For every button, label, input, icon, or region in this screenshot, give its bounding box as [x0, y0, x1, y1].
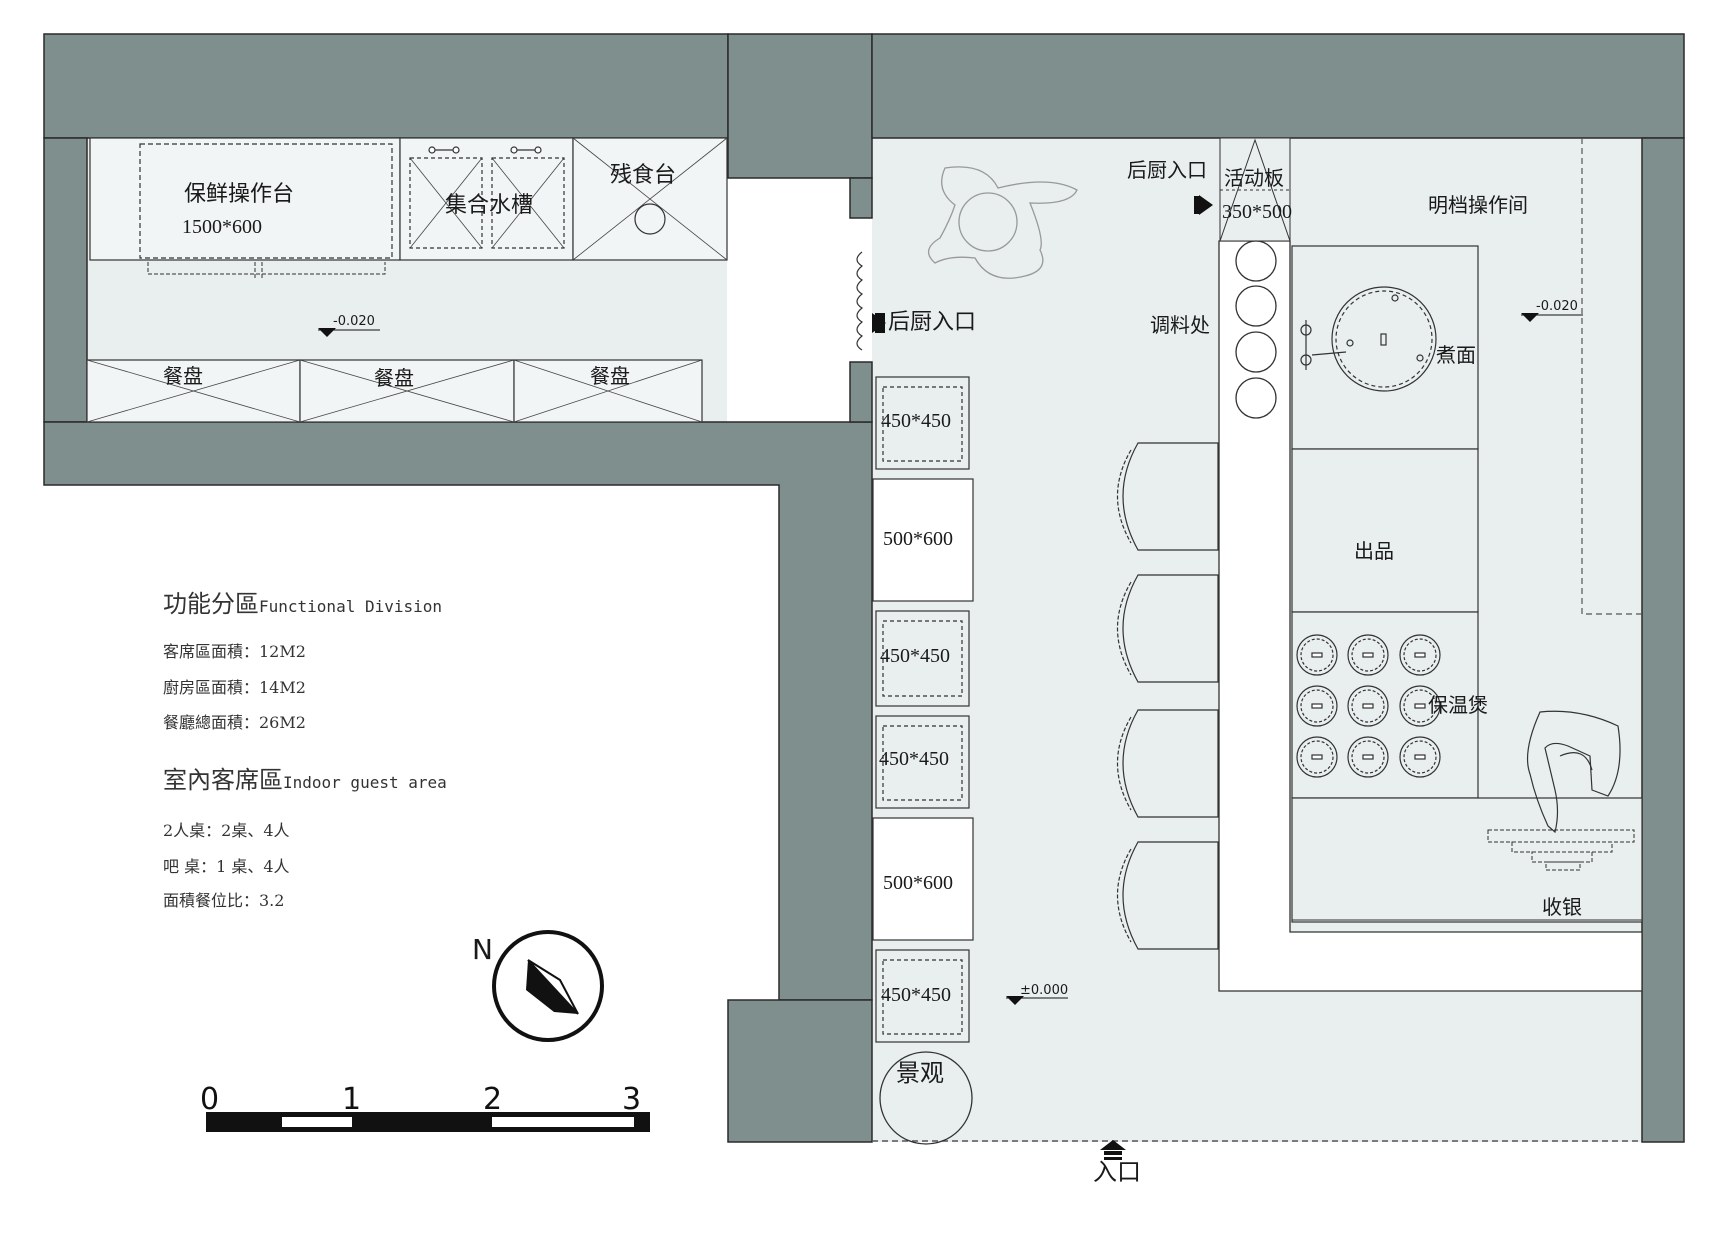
warmer-pot-handle	[1311, 703, 1323, 709]
label-waste-station: 残食台	[610, 162, 677, 187]
warmer-pot-handle	[1414, 703, 1426, 709]
label-flap-size: 350*500	[1222, 201, 1292, 223]
label-back-kitchen-top: 后厨入口	[1127, 160, 1207, 182]
warmer-pot-handle	[1362, 652, 1374, 658]
label-landscape: 景观	[896, 1061, 944, 1087]
label-plate-1: 餐盘	[163, 366, 203, 388]
label-seasoning: 调料处	[1150, 315, 1210, 337]
scale-label-3: 3	[622, 1082, 642, 1117]
faucets	[428, 146, 542, 154]
label-kitchen-level: -0.020	[333, 314, 375, 329]
label-sink: 集合水槽	[445, 192, 534, 217]
warmer-pots	[1296, 634, 1441, 778]
legend-indoor-cn: 室內客席區	[163, 766, 283, 794]
label-plate-2: 餐盘	[374, 368, 414, 390]
person-figure-kitchen	[928, 166, 1078, 279]
warmer-pot-lid	[1403, 689, 1437, 723]
label-cashier: 收银	[1542, 897, 1582, 919]
bar-stools	[1117, 442, 1219, 950]
legend-area-guest: 客席區面積：12M2	[163, 642, 306, 661]
label-table-3: 450*450	[880, 645, 950, 667]
scale-label-0: 0	[200, 1082, 220, 1117]
label-back-kitchen-side: 后厨入口	[888, 309, 977, 334]
back-kitchen-arrow-top-bar	[1194, 196, 1199, 214]
label-table-1: 450*450	[881, 410, 951, 432]
landscape-circle	[879, 1051, 973, 1145]
label-open-kitchen: 明档操作间	[1428, 195, 1528, 217]
label-warmer: 保温煲	[1428, 695, 1488, 717]
legend-area-kitchen: 廚房區面積：14M2	[163, 678, 306, 697]
person-figure-cashier	[1526, 710, 1621, 834]
label-flap-board: 活动板	[1224, 168, 1284, 190]
warmer-pot-handle	[1311, 754, 1323, 760]
warmer-pot-handle	[1311, 652, 1323, 658]
warmer-pot-handle	[1414, 754, 1426, 760]
main-entrance-arrow	[1100, 1140, 1126, 1160]
scale-label-1: 1	[342, 1082, 362, 1117]
warmer-pot-lid	[1300, 740, 1334, 774]
counter-hatching	[86, 137, 728, 423]
warmer-pot-lid	[1300, 638, 1334, 672]
warmer-pot-lid	[1403, 638, 1437, 672]
legend-title-en: Functional Division	[259, 597, 443, 616]
warmer-pot-lid	[1351, 689, 1385, 723]
label-fresh-size: 1500*600	[182, 216, 262, 238]
flap-board	[1219, 137, 1291, 242]
legend-ratio: 面積餐位比：3.2	[163, 891, 285, 910]
north-compass	[492, 930, 604, 1042]
warmer-pot-lid	[1403, 740, 1437, 774]
waste-hole	[634, 203, 666, 235]
label-table-2: 500*600	[883, 528, 953, 550]
legend-two-seat: 2人桌：2桌、4人	[163, 821, 290, 840]
walls	[43, 33, 1685, 1143]
warmer-pot-lid	[1300, 689, 1334, 723]
level-markers	[318, 313, 1583, 1005]
legend-indoor: 室內客席區Indoor guest area	[163, 760, 447, 795]
warmer-pot-lid	[1351, 638, 1385, 672]
door-swing	[856, 251, 864, 351]
label-main-entrance: 入口	[1093, 1160, 1141, 1186]
back-kitchen-arrow-side-bar	[875, 313, 885, 333]
warmer-pot-lid	[1351, 740, 1385, 774]
label-pickup: 出品	[1354, 541, 1394, 563]
label-plate-3: 餐盘	[590, 366, 630, 388]
label-table-5: 500*600	[883, 872, 953, 894]
wall-tables	[872, 376, 974, 1043]
label-bar-level: -0.020	[1536, 299, 1578, 314]
warmer-pot-handle	[1414, 652, 1426, 658]
label-table-4: 450*450	[879, 748, 949, 770]
label-fresh-station: 保鲜操作台	[184, 181, 295, 206]
scale-label-2: 2	[483, 1082, 503, 1117]
service-zone	[1581, 138, 1642, 615]
legend-title: 功能分區Functional Division	[163, 584, 442, 619]
label-table-6: 450*450	[881, 984, 951, 1006]
back-kitchen-arrow-top	[1199, 195, 1213, 215]
label-dining-level: ±0.000	[1020, 983, 1069, 998]
seasoning-jars	[1235, 240, 1277, 419]
scale-bar	[206, 1112, 650, 1132]
legend-bar-seat: 吧 桌：1 桌、4人	[163, 857, 290, 876]
warmer-pot-handle	[1362, 703, 1374, 709]
cashier-register	[1487, 829, 1635, 871]
compass-north-label: N	[472, 933, 493, 966]
legend-indoor-en: Indoor guest area	[283, 773, 447, 792]
label-noodle-boil: 煮面	[1436, 345, 1476, 367]
noodle-pot	[1300, 286, 1437, 392]
legend-title-cn: 功能分區	[163, 590, 259, 618]
warmer-pot-handle	[1362, 754, 1374, 760]
legend-area-total: 餐廳總面積：26M2	[163, 713, 306, 732]
fresh-station-drawer	[147, 262, 386, 280]
